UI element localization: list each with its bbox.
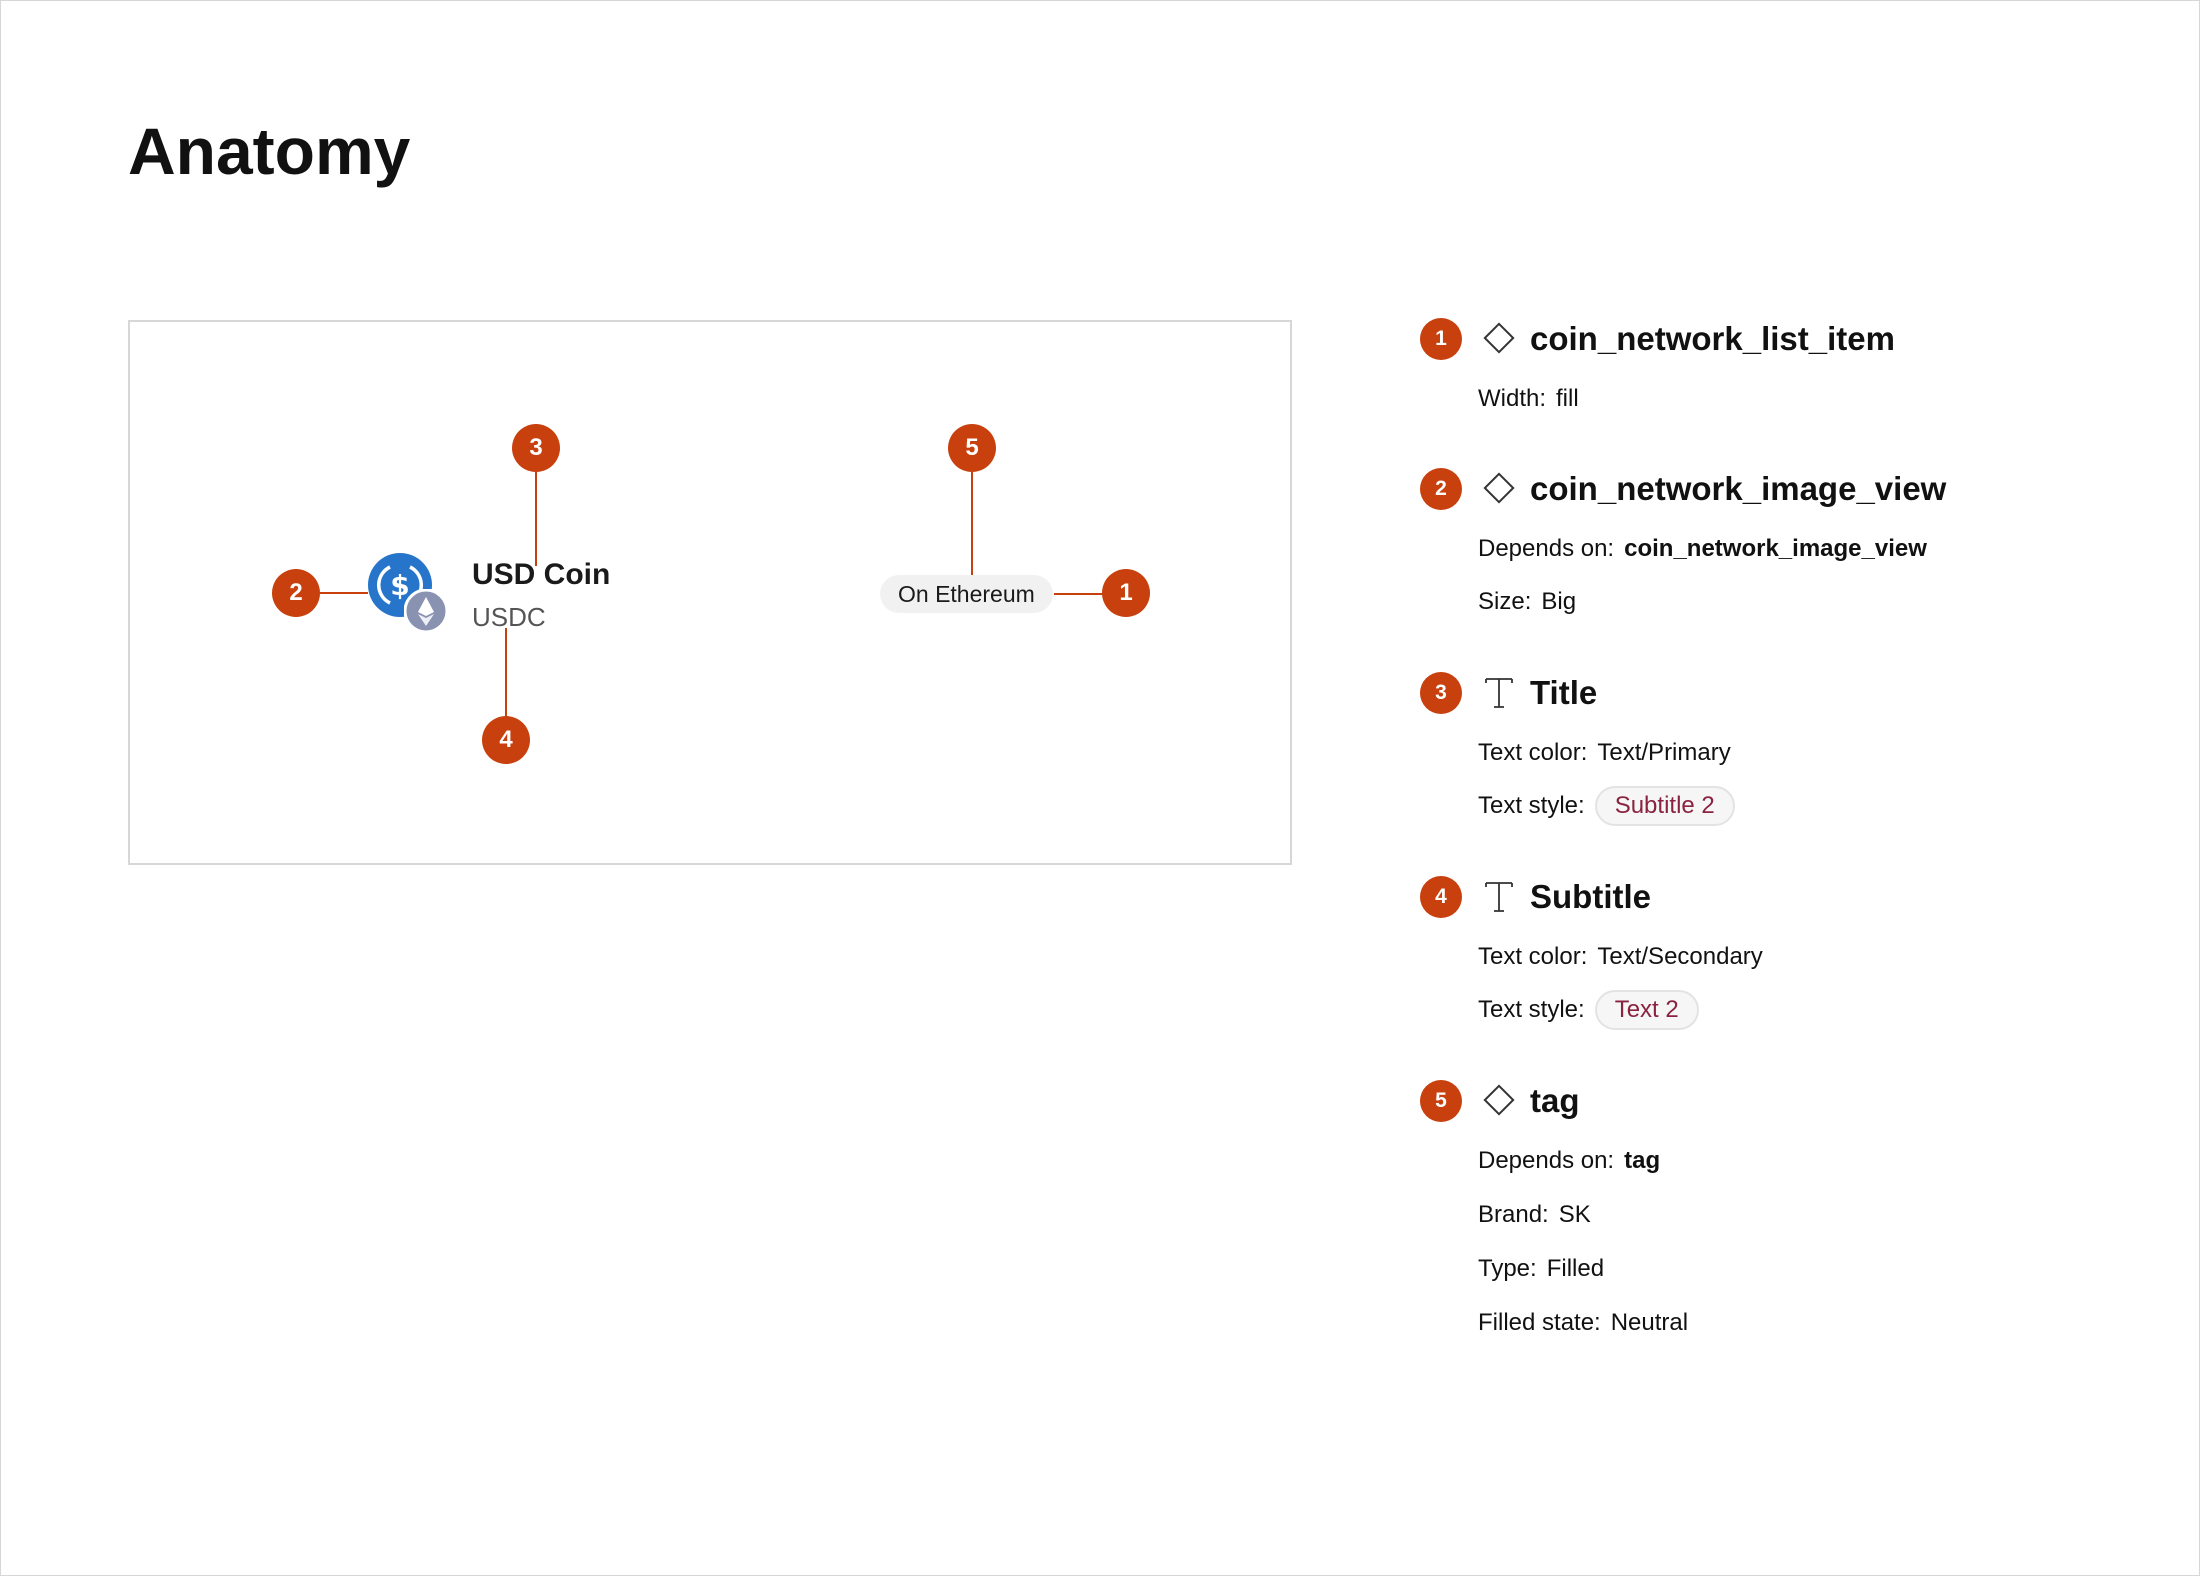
spec-marker: 2 <box>1420 468 1462 510</box>
property-key: Text color: <box>1478 739 1588 766</box>
property-key: Type: <box>1478 1255 1537 1282</box>
spec-property: Text color: Text/Primary <box>1478 736 1731 770</box>
property-value: coin_network_image_view <box>1624 535 1927 562</box>
spec-marker: 1 <box>1420 318 1462 360</box>
marker-5: 5 <box>948 424 996 472</box>
component-icon <box>1483 472 1515 504</box>
spec-property: Depends on: tag <box>1478 1144 1660 1178</box>
ethereum-icon <box>404 589 448 633</box>
property-key: Brand: <box>1478 1201 1549 1228</box>
property-value: Big <box>1541 588 1577 615</box>
property-key: Text style: <box>1478 792 1585 819</box>
text-icon <box>1485 882 1513 912</box>
marker-3: 3 <box>512 424 560 472</box>
property-value: Text/Primary <box>1597 739 1731 766</box>
component-icon <box>1483 1084 1515 1116</box>
text-style-chip: Text 2 <box>1594 990 1699 1030</box>
spec-title: coin_network_list_item <box>1530 320 1895 357</box>
property-key: Text style: <box>1478 996 1585 1023</box>
component-preview <box>128 320 1292 865</box>
property-value: Text/Secondary <box>1597 943 1763 970</box>
spec-title: coin_network_image_view <box>1530 470 1947 507</box>
spec-title: Title <box>1530 674 1598 711</box>
spec-property: Type: Filled <box>1478 1252 1604 1286</box>
property-value: Filled <box>1546 1255 1605 1282</box>
property-key: Size: <box>1478 588 1532 615</box>
connector-line-5 <box>971 472 973 575</box>
spec-marker: 4 <box>1420 876 1462 918</box>
component-icon <box>1483 322 1515 354</box>
property-key: Filled state: <box>1478 1309 1601 1336</box>
text-style-chip: Subtitle 2 <box>1594 786 1735 826</box>
spec-property: Brand: SK <box>1478 1198 1591 1232</box>
spec-property: Filled state: Neutral <box>1478 1306 1688 1340</box>
marker-4: 4 <box>482 716 530 764</box>
connector-line-3 <box>535 472 537 566</box>
property-key: Depends on: <box>1478 1147 1615 1174</box>
marker-1: 1 <box>1102 569 1150 617</box>
property-value: Neutral <box>1610 1309 1689 1336</box>
connector-line-1 <box>1054 593 1104 595</box>
spec-property: Size: Big <box>1478 585 1576 619</box>
network-tag: On Ethereum <box>880 575 1053 613</box>
property-key: Text color: <box>1478 943 1588 970</box>
property-value: tag <box>1624 1147 1661 1174</box>
connector-line-4 <box>505 628 507 724</box>
property-key: Depends on: <box>1478 535 1615 562</box>
svg-text:$: $ <box>390 569 409 602</box>
property-key: Width: <box>1478 385 1547 412</box>
spec-property: Text color: Text/Secondary <box>1478 940 1763 974</box>
marker-2: 2 <box>272 569 320 617</box>
spec-marker: 5 <box>1420 1080 1462 1122</box>
spec-marker: 3 <box>1420 672 1462 714</box>
property-value: fill <box>1556 385 1579 412</box>
text-icon <box>1485 678 1513 708</box>
connector-line-2 <box>320 592 368 594</box>
coin-title: USD Coin <box>472 558 611 591</box>
spec-title: Subtitle <box>1530 878 1651 915</box>
page-title: Anatomy <box>128 114 411 188</box>
spec-property: Text style: Subtitle 2 <box>1478 786 1735 826</box>
spec-property: Width: fill <box>1478 382 1579 416</box>
spec-property: Depends on: coin_network_image_view <box>1478 532 1927 566</box>
spec-property: Text style: Text 2 <box>1478 990 1699 1030</box>
coin-subtitle: USDC <box>472 602 546 632</box>
spec-title: tag <box>1530 1082 1580 1119</box>
property-value: SK <box>1558 1201 1591 1228</box>
